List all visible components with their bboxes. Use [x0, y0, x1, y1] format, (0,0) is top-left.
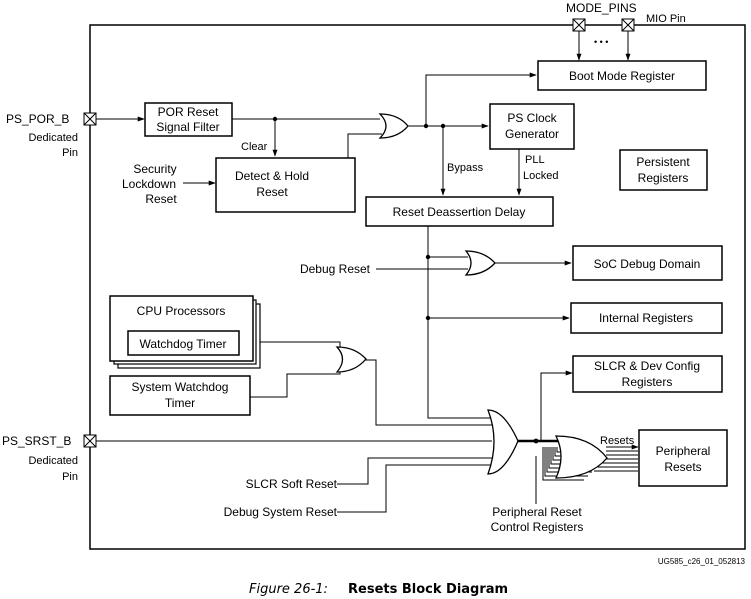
debug-or-gate	[464, 250, 496, 276]
reset-deassertion-delay-label: Reset Deassertion Delay	[393, 205, 526, 219]
cpu-processors-label: CPU Processors	[137, 304, 226, 318]
clear-label: Clear	[241, 141, 268, 153]
ps-srst-b-pin	[83, 434, 97, 448]
security-line1: Security	[133, 162, 176, 176]
por-or-gate	[378, 113, 409, 139]
slcr-dev-config-box	[572, 355, 723, 393]
reset-deassertion-delay-box	[365, 196, 554, 227]
persistent-line2: Registers	[638, 171, 689, 185]
persistent-registers-box	[619, 149, 708, 191]
watchdog-or-gate	[335, 346, 367, 373]
system-watchdog-timer-box	[109, 375, 251, 416]
peripheral-resets-line1: Peripheral	[656, 444, 711, 458]
system-watchdog-line2: Timer	[165, 396, 195, 410]
por-filter-line1: POR Reset	[158, 105, 219, 119]
soc-debug-domain-label: SoC Debug Domain	[594, 257, 701, 271]
mio-pin-label: MIO Pin	[646, 13, 686, 25]
internal-registers-box	[570, 302, 723, 334]
system-watchdog-line1: System Watchdog	[132, 380, 229, 394]
internal-registers-label: Internal Registers	[599, 311, 693, 325]
pin-label-1: Pin	[62, 147, 78, 159]
slcr-line1: SLCR & Dev Config	[594, 359, 700, 373]
figure-number: Figure 26-1:	[249, 582, 328, 597]
ps-por-b-pin	[83, 112, 97, 126]
peripheral-resets-box	[638, 429, 728, 487]
persistent-line1: Persistent	[636, 155, 690, 169]
por-filter-line2: Signal Filter	[156, 120, 219, 134]
debug-system-reset-label: Debug System Reset	[224, 505, 338, 519]
ps-srst-b-label: PS_SRST_B	[2, 434, 71, 448]
detect-hold-line1: Detect & Hold	[235, 169, 309, 183]
mode-pin-left	[572, 18, 586, 32]
peripheral-resets-line2: Resets	[664, 460, 701, 474]
prc-line2: Control Registers	[491, 520, 584, 534]
ps-por-b-label: PS_POR_B	[6, 112, 69, 126]
security-line3: Reset	[145, 192, 177, 206]
slcr-line2: Registers	[622, 375, 673, 389]
dedicated-label-1: Dedicated	[28, 132, 78, 144]
dedicated-label-2: Dedicated	[28, 455, 78, 467]
watchdog-timer-label: Watchdog Timer	[140, 337, 227, 351]
debug-reset-label: Debug Reset	[300, 262, 371, 276]
ps-clock-line2: Generator	[505, 127, 559, 141]
mode-pins-label: MODE_PINS	[566, 1, 637, 15]
por-reset-filter-box	[144, 102, 233, 137]
prc-line1: Peripheral Reset	[492, 505, 582, 519]
ps-clock-generator-box	[489, 103, 575, 150]
pll-line1: PLL	[525, 154, 545, 166]
watchdog-timer-box	[127, 330, 240, 356]
slcr-soft-reset-label: SLCR Soft Reset	[246, 477, 338, 491]
detect-hold-line2: Reset	[256, 185, 288, 199]
peripheral-or-gate	[554, 435, 608, 479]
mode-pin-right	[621, 18, 635, 32]
boot-mode-register-box	[537, 60, 707, 91]
mode-pins-ellipsis: • • •	[594, 37, 608, 47]
main-reset-or-gate	[487, 409, 519, 475]
pin-label-2: Pin	[62, 471, 78, 483]
detect-hold-reset-box	[215, 157, 356, 213]
pll-line2: Locked	[523, 170, 558, 182]
soc-debug-domain-box	[572, 245, 723, 281]
ps-clock-line1: PS Clock	[507, 111, 557, 125]
security-line2: Lockdown	[122, 177, 176, 191]
figure-title: Resets Block Diagram	[348, 582, 508, 597]
resets-label: Resets	[600, 435, 635, 447]
figure-reference: UG585_c26_01_052813	[658, 557, 746, 566]
bypass-label: Bypass	[447, 162, 484, 174]
boot-mode-register-label: Boot Mode Register	[569, 69, 675, 83]
